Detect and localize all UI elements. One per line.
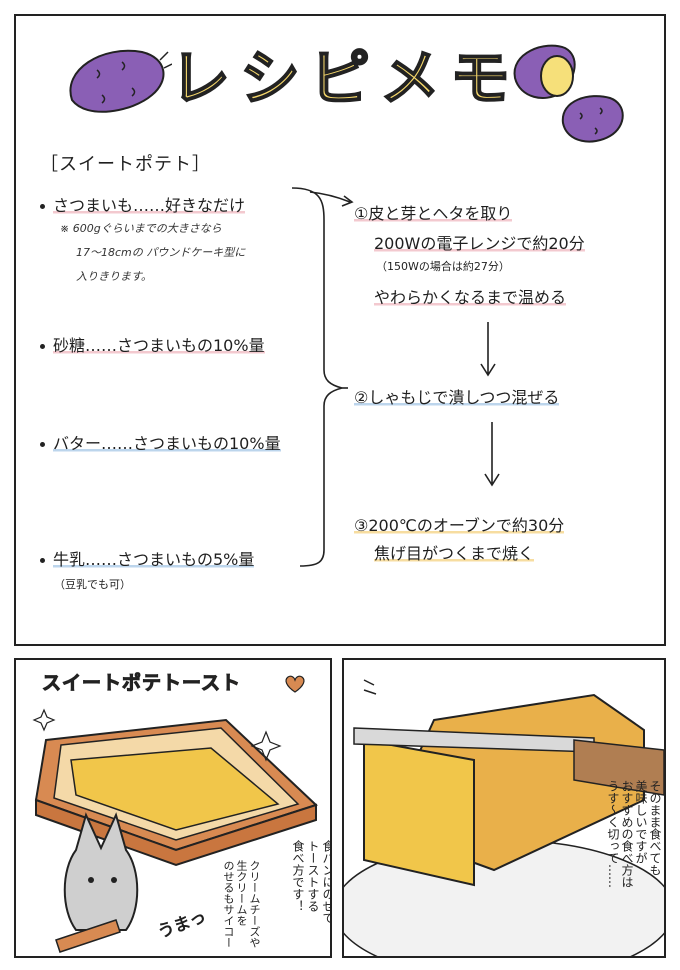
bullet-icon — [40, 204, 45, 209]
toast-panel: スイートポテトースト うまっ 食パンにのせて トーストする 食べ方です！ クリー… — [14, 658, 332, 958]
down-arrow-icon — [480, 322, 496, 377]
step-text: ③200℃のオーブンで約30分 — [354, 516, 565, 535]
ingredient-text: さつまいも……好きなだけ — [53, 196, 246, 215]
ingredient-note-line-3: 入りきります。 — [76, 270, 152, 283]
recipe-name: ［スイートポテト］ — [40, 154, 211, 175]
caption-line: のせるもサイコー — [222, 860, 235, 948]
caption-line: 美味しいですが — [634, 780, 648, 864]
sweet-potato-cut-illustration — [513, 44, 576, 99]
ingredient-sugar: 砂糖……さつまいもの10%量 — [40, 332, 265, 356]
recipe-panel — [14, 14, 666, 646]
step-1-note: （150Wの場合は約27分） — [376, 260, 510, 273]
bullet-icon — [40, 344, 45, 349]
toast-caption-2: クリームチーズや 生クリームを のせるもサイコー — [222, 860, 261, 948]
ingredient-text: 牛乳……さつまいもの5%量 — [53, 550, 255, 569]
step-1-line-2: 200Wの電子レンジで約20分 — [374, 230, 585, 254]
step-text: ①皮と芽とヘタを取り — [354, 204, 513, 223]
page-title: レシピメモ — [169, 43, 520, 115]
caption-line: クリームチーズや — [248, 860, 261, 948]
ingredient-text: 砂糖……さつまいもの10%量 — [53, 336, 265, 355]
fox-character-icon — [55, 812, 139, 953]
slicing-panel: そのまま食べても 美味しいですが おすすめの食べ方は うす〜く切って…… — [342, 658, 666, 958]
step-2: ②しゃもじで潰しつつ混ぜる — [354, 384, 560, 408]
down-arrow-icon — [484, 422, 500, 487]
caption-line: うす〜く切って…… — [606, 780, 620, 888]
heart-icon — [285, 675, 305, 693]
step-3-line-2: 焦げ目がつくまで焼く — [374, 540, 535, 564]
ingredient-text: バター……さつまいもの10%量 — [53, 434, 281, 453]
arrow-icon — [309, 191, 354, 207]
slicing-illustration — [344, 679, 664, 956]
ingredient-butter: バター……さつまいもの10%量 — [40, 430, 281, 454]
caption-line: 食べ方です！ — [291, 840, 305, 912]
step-3-line-1: ③200℃のオーブンで約30分 — [354, 512, 565, 536]
ingredient-milk: 牛乳……さつまいもの5%量 — [40, 546, 255, 570]
slicing-caption: そのまま食べても 美味しいですが おすすめの食べ方は うす〜く切って…… — [606, 780, 662, 888]
bullet-icon — [40, 558, 45, 563]
ingredient-note-line-1: ※ 600gぐらいまでの大きさなら — [60, 222, 222, 235]
step-1-line-4: やわらかくなるまで温める — [374, 284, 567, 308]
step-text: やわらかくなるまで温める — [374, 288, 567, 307]
caption-line: 食パンにのせて — [321, 840, 332, 924]
toast-banner: スイートポテトースト — [41, 672, 242, 695]
sweet-potato-illustration-left — [69, 49, 172, 113]
ingredient-milk-note: （豆乳でも可） — [54, 578, 131, 591]
caption-line: 生クリームを — [235, 860, 248, 926]
bracket-connector — [291, 187, 354, 567]
caption-line: おすすめの食べ方は — [620, 780, 634, 888]
bullet-icon — [40, 442, 45, 447]
step-text: 200Wの電子レンジで約20分 — [374, 234, 585, 253]
caption-line: トーストする — [306, 840, 320, 912]
toast-illustration — [32, 708, 318, 867]
step-1-line-1: ①皮と芽とヘタを取り — [354, 200, 513, 224]
exclaim-text: うまっ — [154, 906, 210, 943]
caption-line: そのまま食べても — [648, 780, 662, 876]
ingredient-sweet-potato: さつまいも……好きなだけ — [40, 192, 246, 216]
step-text: 焦げ目がつくまで焼く — [374, 544, 535, 563]
ingredient-note-line-2: 17〜18cmの パウンドケーキ型に — [76, 246, 246, 259]
toast-caption-1: 食パンにのせて トーストする 食べ方です！ — [290, 840, 332, 924]
step-text: ②しゃもじで潰しつつ混ぜる — [354, 388, 560, 407]
sweet-potato-illustration-right — [561, 95, 624, 143]
